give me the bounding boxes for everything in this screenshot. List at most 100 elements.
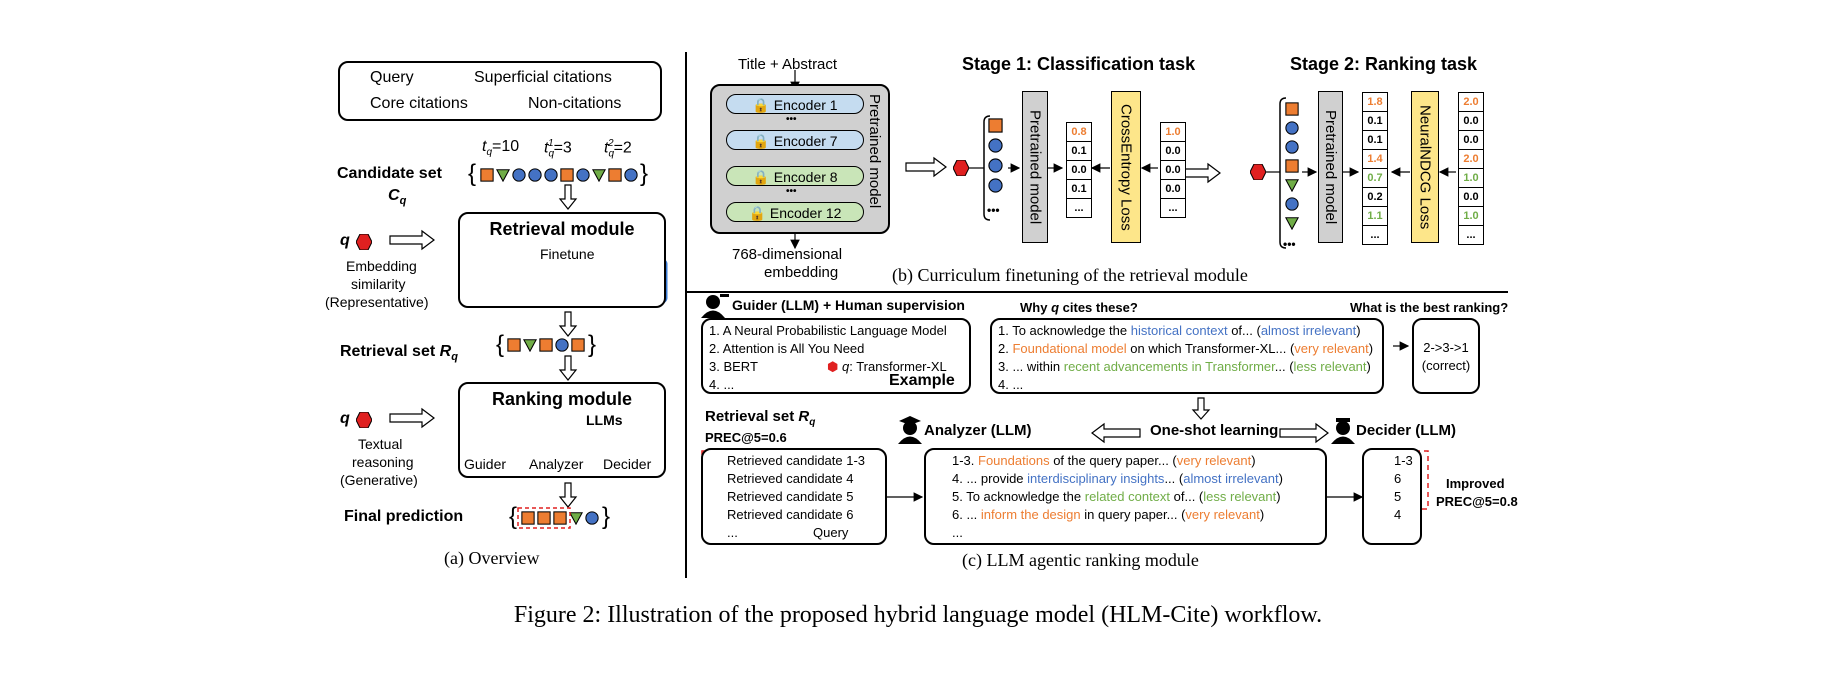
decision-item: 5 — [1394, 489, 1402, 504]
embedding-label: Embedding — [346, 258, 417, 274]
guider-supervision-title: Guider (LLM) + Human supervision — [732, 297, 965, 313]
candidate-item: Retrieved candidate 5 — [727, 489, 854, 504]
query-paper-label: ⬢ q: Transformer-XL — [827, 359, 947, 374]
stage1-pretrained-model: Pretrained model — [1022, 91, 1048, 243]
reason-2: 2. Foundational model on which Transform… — [998, 341, 1374, 356]
tq1-label: tq1=3 — [544, 138, 572, 160]
analysis-5: ... — [952, 525, 963, 540]
tq-label: tq=10 — [482, 138, 520, 159]
pretrained-encoder-panel: 🔒 Encoder 1 ••• 🔒 Encoder 7 🔒 Encoder 8 … — [710, 84, 890, 234]
analyzer-box: 1-3. Foundations of the query paper... (… — [924, 448, 1327, 545]
oneshot-label: One-shot learning — [1150, 422, 1279, 439]
candidate-sequence-icons — [480, 168, 638, 182]
decision-item: 1-3 — [1394, 453, 1413, 468]
stage2-title: Stage 2: Ranking task — [1290, 54, 1478, 74]
retrieval-module-title: Retrieval module — [489, 219, 635, 239]
correct-ranking-value: 2->3->1 — [1423, 340, 1469, 355]
llms-label: LLMs — [586, 412, 623, 428]
stage1-input-icons — [988, 118, 1003, 193]
encoder-8: 🔒 Encoder 8 — [726, 166, 864, 186]
decider-title: Decider (LLM) — [1356, 422, 1457, 439]
best-ranking-question: What is the best ranking? — [1350, 300, 1509, 315]
decider-label: Decider — [603, 456, 652, 472]
pretrained-model-side-label: Pretrained model — [866, 94, 883, 209]
ranking-module-box: Ranking module LLMs Guider Analyzer Deci… — [458, 382, 666, 478]
candidate-set-symbol: Cq — [388, 187, 407, 208]
example-item: 4. ... — [709, 377, 735, 392]
finetune-caption: (b) Curriculum finetuning of the retriev… — [892, 265, 1248, 285]
legend-non-label: Non-citations — [528, 95, 622, 112]
representative-label: (Representative) — [325, 294, 429, 310]
legend-box: Query Superficial citations Core citatio… — [338, 61, 662, 121]
retrieval-set-title: Retrieval set Rq — [705, 408, 816, 428]
lock-icon: 🔒 — [748, 205, 766, 221]
legend-query-label: Query — [370, 69, 414, 86]
q-symbol-2: q — [340, 410, 350, 427]
crossentropy-loss-box: CrossEntropy Loss — [1111, 91, 1141, 243]
generative-label: (Generative) — [340, 472, 418, 488]
retrieval-sequence-icons — [507, 338, 585, 352]
overview-caption: (a) Overview — [444, 548, 540, 568]
decision-item: 6 — [1394, 471, 1402, 486]
example-item: 1. A Neural Probabilistic Language Model — [709, 323, 947, 338]
svg-text:•••: ••• — [987, 203, 1000, 217]
analyzer-label: Analyzer — [529, 456, 584, 472]
final-sequence-icons — [521, 511, 599, 525]
reason-3: 3. ... within recent advancements in Tra… — [998, 359, 1371, 374]
agentic-caption: (c) LLM agentic ranking module — [962, 550, 1199, 570]
title-abstract-label: Title + Abstract — [738, 56, 838, 73]
prec-after: PREC@5=0.8 — [1436, 494, 1518, 509]
improved-label: Improved — [1446, 476, 1505, 491]
candidate-item: Retrieved candidate 1-3 — [727, 453, 866, 468]
finetune-label: Finetune — [540, 246, 595, 262]
stage2-pretrained-model: Pretrained model — [1318, 91, 1343, 243]
final-prediction-label: Final prediction — [344, 508, 464, 525]
query-legend-label: Query — [813, 525, 849, 540]
similarity-label: similarity — [351, 276, 406, 292]
prec-before: PREC@5=0.6 — [705, 430, 787, 445]
example-item: 2. Attention is All You Need — [709, 341, 865, 356]
analysis-1: 1-3. Foundations of the query paper... (… — [952, 453, 1256, 468]
retrieval-set-label: Retrieval set Rq — [340, 343, 458, 364]
example-label: Example — [889, 372, 955, 389]
candidate-set-label: Candidate set — [337, 165, 442, 182]
guider-reasoning-box: 1. To acknowledge the historical context… — [990, 318, 1384, 394]
lock-icon: 🔒 — [752, 133, 770, 149]
analysis-3: 5. To acknowledge the related context of… — [952, 489, 1281, 504]
tq2-label: tq2=2 — [604, 138, 632, 160]
analysis-4: 6. ... inform the design in query paper.… — [952, 507, 1265, 522]
stage2-input-icons — [1285, 102, 1299, 230]
encoder-12: 🔒 Encoder 12 — [726, 202, 864, 222]
lock-icon: 🔒 — [752, 97, 770, 113]
reason-1: 1. To acknowledge the historical context… — [998, 323, 1361, 338]
embedding-dim-label: 768-dimensional — [732, 246, 843, 263]
ranking-module-title: Ranking module — [491, 389, 632, 409]
q-symbol-1: q — [340, 232, 350, 249]
legend-superficial-label: Superficial citations — [474, 69, 612, 86]
lock-icon: 🔒 — [752, 169, 770, 185]
reasoning-label: reasoning — [352, 454, 414, 470]
decider-box: 1-3 6 5 4 — [1362, 448, 1422, 545]
candidate-item: ... — [727, 525, 738, 540]
decision-item: 4 — [1394, 507, 1402, 522]
neuralndcg-loss-box: NeuralNDCG Loss — [1411, 91, 1439, 243]
textual-label: Textual — [358, 436, 403, 452]
encoder-7: 🔒 Encoder 7 — [726, 130, 864, 150]
encoder-1: 🔒 Encoder 1 — [726, 94, 864, 114]
example-item: 3. BERT — [709, 359, 758, 374]
correct-label: (correct) — [1421, 358, 1471, 373]
why-question: Why q cites these? — [1020, 300, 1138, 315]
embedding-label-b: embedding — [764, 264, 839, 281]
guider-label: Guider — [464, 456, 507, 472]
legend-core-label: Core citations — [370, 95, 468, 112]
correct-ranking-box: 2->3->1 (correct) — [1412, 318, 1480, 394]
figure-caption: Figure 2: Illustration of the proposed h… — [513, 602, 1323, 628]
stage1-title: Stage 1: Classification task — [962, 54, 1196, 74]
analysis-2: 4. ... provide interdisciplinary insight… — [952, 471, 1283, 486]
example-box: 1. A Neural Probabilistic Language Model… — [701, 318, 971, 394]
guider-title-icon — [701, 294, 729, 318]
